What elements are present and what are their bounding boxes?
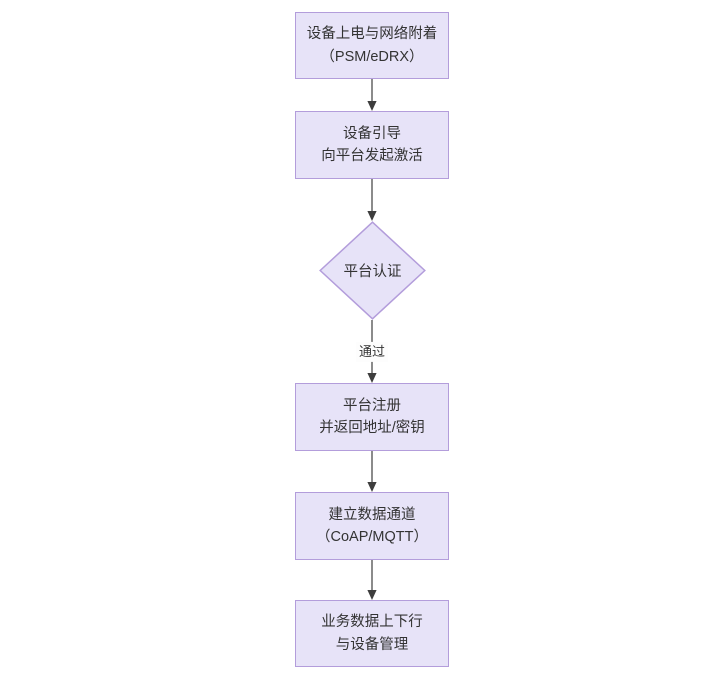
node-line: 向平台发起激活 [321,148,423,164]
node-line: 与设备管理 [335,636,409,653]
node-line: 并返回地址/密钥 [319,420,425,436]
connector-n1-n2 [362,79,382,113]
connector-n4-n5 [362,451,382,494]
node-business-data-and-device-mgmt[interactable]: 业务数据上下行 与设备管理 [295,600,449,667]
edge-label-pass: 通过 [355,341,389,363]
node-device-bootstrap[interactable]: 设备引导 向平台发起激活 [295,111,449,179]
node-line: （CoAP/MQTT） [316,529,428,545]
node-line: 设备引导 [343,125,401,142]
node-line: 设备上电与网络附着 [306,26,438,43]
node-platform-register[interactable]: 平台注册 并返回地址/密钥 [295,383,449,451]
node-line: （PSM/eDRX） [320,48,424,65]
node-line: 平台注册 [343,397,401,414]
node-platform-auth-decision[interactable]: 平台认证 [319,221,426,320]
connector-n2-n3 [362,179,382,223]
node-device-power-on[interactable]: 设备上电与网络附着 （PSM/eDRX） [295,12,449,79]
connector-n5-n6 [362,560,382,602]
node-establish-data-channel[interactable]: 建立数据通道 （CoAP/MQTT） [295,492,449,560]
node-line: 建立数据通道 [328,506,416,523]
node-line: 业务数据上下行 [321,614,423,631]
